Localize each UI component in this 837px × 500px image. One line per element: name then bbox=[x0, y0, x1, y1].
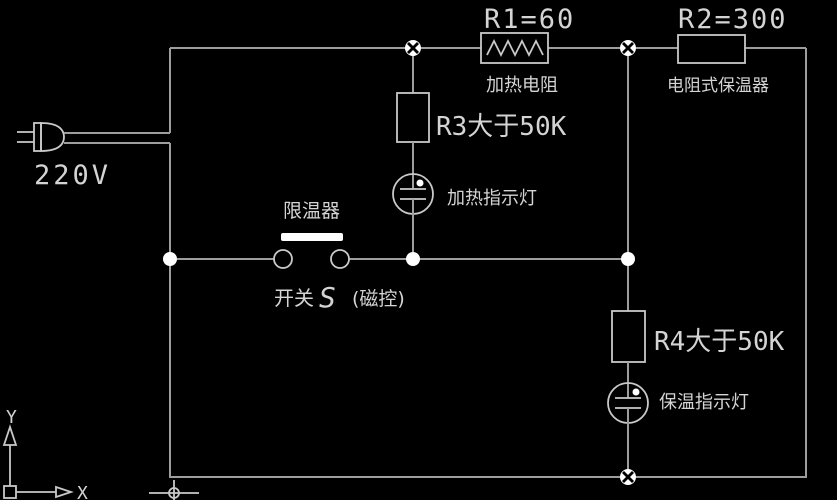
resistor-r1-name-label: 加热电阻 bbox=[486, 75, 558, 96]
ucs-icon bbox=[2, 424, 74, 499]
plug-face bbox=[33, 122, 42, 152]
resistor-r3-body bbox=[396, 92, 430, 143]
ucs-y-arrow-icon bbox=[2, 424, 18, 446]
resistor-r1 bbox=[480, 32, 549, 64]
junction-node bbox=[163, 252, 177, 266]
switch-symbol-label: S bbox=[319, 281, 336, 314]
lamp2-dot bbox=[632, 388, 640, 396]
origin-marker bbox=[149, 480, 199, 500]
point-marker bbox=[405, 40, 421, 56]
resistor-r4-body bbox=[611, 310, 646, 363]
resistor-r4 bbox=[611, 259, 646, 363]
limiter-bar bbox=[281, 233, 343, 241]
supply-voltage-label: 220V bbox=[34, 160, 111, 191]
point-marker bbox=[620, 469, 636, 485]
switch-label-note: (磁控) bbox=[352, 288, 405, 310]
resistor-r3 bbox=[396, 48, 430, 143]
junction-node bbox=[621, 252, 635, 266]
resistor-r4-value-label: R4大于50K bbox=[654, 327, 785, 357]
plug-body bbox=[40, 122, 65, 152]
junction-nodes bbox=[163, 252, 635, 266]
keepwarm-lamp-label: 保温指示灯 bbox=[659, 392, 749, 413]
resistor-r1-zigzag bbox=[486, 38, 544, 58]
resistor-r3-value-label: R3大于50K bbox=[436, 112, 567, 142]
resistor-r1-body bbox=[480, 32, 549, 64]
ucs-x-arrow-icon bbox=[55, 485, 74, 499]
ucs-y-label: Y bbox=[6, 407, 17, 428]
switch-contact-left bbox=[273, 249, 293, 269]
switch-label-prefix: 开关 bbox=[274, 286, 314, 310]
ucs-x-label: X bbox=[77, 483, 88, 500]
point-marker bbox=[620, 40, 636, 56]
resistor-r2-value-label: R2=300 bbox=[678, 4, 788, 35]
resistor-r1-value-label: R1=60 bbox=[484, 4, 575, 35]
origin-marker-circle bbox=[168, 487, 180, 499]
switch-contact-right bbox=[330, 249, 350, 269]
ucs-origin-box bbox=[3, 485, 17, 499]
keepwarm-lamp-icon bbox=[607, 362, 649, 477]
lamp1-dot bbox=[416, 179, 424, 187]
plug-icon bbox=[17, 122, 170, 152]
heating-lamp-icon bbox=[392, 142, 434, 255]
resistor-r2-name-label: 电阻式保温器 bbox=[667, 76, 769, 96]
heating-lamp-label: 加热指示灯 bbox=[447, 188, 537, 209]
junction-node bbox=[406, 252, 420, 266]
resistor-r2-body bbox=[677, 34, 746, 64]
limiter-switch bbox=[273, 233, 350, 269]
wiring bbox=[169, 47, 807, 478]
limiter-label: 限温器 bbox=[283, 200, 340, 222]
point-markers bbox=[405, 40, 636, 485]
